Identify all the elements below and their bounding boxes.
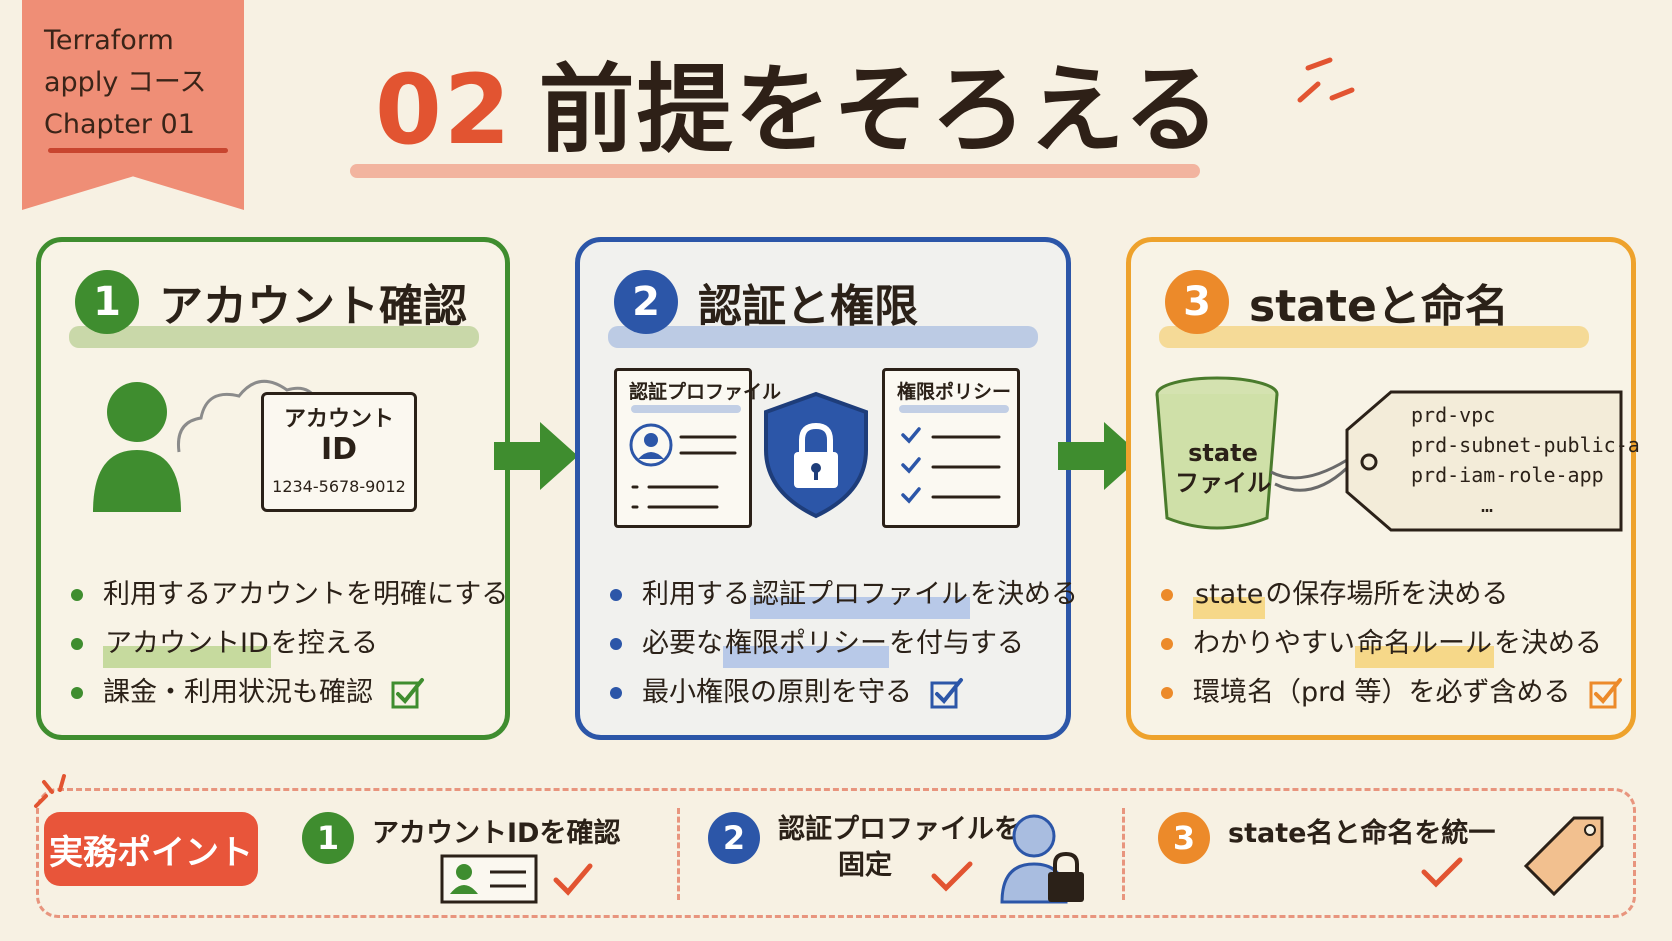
check-icon <box>931 861 973 892</box>
check-icon <box>1421 857 1463 888</box>
heading-highlight <box>608 326 1038 348</box>
user-icon <box>107 382 167 442</box>
policy-doc: 権限ポリシー <box>882 368 1020 528</box>
ribbon-line-2: apply コース <box>44 67 207 98</box>
user-lock-icon <box>1000 814 1084 904</box>
list-item: prd-vpc <box>1411 403 1496 427</box>
divider <box>677 808 680 900</box>
card-heading-text: アカウント確認 <box>159 281 467 332</box>
shield-lock-icon <box>764 391 868 519</box>
step-number: 1 <box>75 270 139 334</box>
user-cloud-illustration <box>93 379 323 512</box>
auth-profile-doc: 認証プロファイル <box>614 368 782 528</box>
checkbox-check-icon <box>391 677 424 708</box>
practical-points-pill: 実務ポイント <box>44 812 258 886</box>
point-3-text: state名と命名を統一 <box>1228 818 1496 849</box>
bullet-list: 利用する認証プロファイルを決める 必要な権限ポリシーを付与する 最小権限の原則を… <box>610 570 1078 717</box>
heading-highlight <box>1159 326 1589 348</box>
checkbox-check-icon <box>1589 677 1622 708</box>
list-item: 最小権限の原則を守る <box>610 668 1078 717</box>
step-number: 3 <box>1165 270 1229 334</box>
doc-title: 認証プロファイル <box>629 381 782 403</box>
list-item: 利用するアカウントを明確にする <box>71 570 512 619</box>
card-heading-text: stateと命名 <box>1249 281 1509 332</box>
card-account: 1 アカウント確認 アカウント ID 1234-5678-9012 利用するアカ… <box>36 237 510 740</box>
card-heading: 1 アカウント確認 <box>75 270 467 334</box>
point-number: 2 <box>708 812 760 864</box>
bucket-label: state ファイル <box>1175 439 1271 497</box>
burst-icon <box>1297 57 1355 103</box>
id-card-id: ID <box>320 432 358 467</box>
ribbon-line-3: Chapter 01 <box>44 109 195 140</box>
list-item: 利用する認証プロファイルを決める <box>610 570 1078 619</box>
name-tag-list: prd-vpc prd-subnet-public-a prd-iam-role… <box>1411 400 1640 520</box>
list-item: 課金・利用状況も確認 <box>71 668 512 717</box>
tag-icon <box>1523 816 1604 897</box>
list-item: prd-subnet-public-a <box>1411 433 1640 457</box>
card-heading-text: 認証と権限 <box>698 281 918 332</box>
profile-lines-icon <box>629 423 737 509</box>
arrow-right-icon <box>1058 422 1142 490</box>
title-number: 02 <box>375 54 513 166</box>
id-card-value: 1234-5678-9012 <box>272 477 406 496</box>
practical-points-box <box>36 788 1636 918</box>
point-2-text: 認証プロファイルを 固定 <box>778 814 1021 881</box>
list-item: … <box>1481 493 1494 517</box>
course-ribbon: Terraform apply コース Chapter 01 <box>22 0 244 210</box>
arrow-right-icon <box>494 422 578 490</box>
account-id-card: アカウント ID 1234-5678-9012 <box>261 392 417 512</box>
checklist-icon <box>901 427 1001 504</box>
title-text: 前提をそろえる <box>538 54 1222 166</box>
list-item: 環境名（prd 等）を必ず含める <box>1161 668 1623 717</box>
card-auth: 2 認証と権限 認証プロファイル 権限ポリシー 利用する認証プロファイルを決める… <box>575 237 1078 740</box>
ribbon-line-1: Terraform <box>44 25 174 56</box>
ribbon-underline <box>48 148 228 153</box>
card-heading: 3 stateと命名 <box>1165 270 1509 334</box>
point-number: 3 <box>1158 812 1210 864</box>
list-item: 必要な権限ポリシーを付与する <box>610 619 1078 668</box>
id-card-check-icon <box>440 854 593 904</box>
title-underline <box>350 164 1200 178</box>
id-card-label: アカウント <box>283 407 394 432</box>
card-state: 3 stateと命名 state ファイル prd-vpc prd-subnet… <box>1126 237 1640 740</box>
divider <box>1122 808 1125 900</box>
heading-highlight <box>69 326 479 348</box>
point-1-text: アカウントIDを確認 <box>372 818 621 849</box>
burst-icon <box>34 774 66 808</box>
list-item: わかりやすい命名ルールを決める <box>1161 619 1623 668</box>
point-number: 1 <box>302 812 354 864</box>
card-heading: 2 認証と権限 <box>614 270 918 334</box>
doc-title: 権限ポリシー <box>897 381 1012 403</box>
list-item: prd-iam-role-app <box>1411 463 1604 487</box>
state-bucket-tag-illustration <box>1155 376 1623 532</box>
step-number: 2 <box>614 270 678 334</box>
checkbox-check-icon <box>930 677 963 708</box>
